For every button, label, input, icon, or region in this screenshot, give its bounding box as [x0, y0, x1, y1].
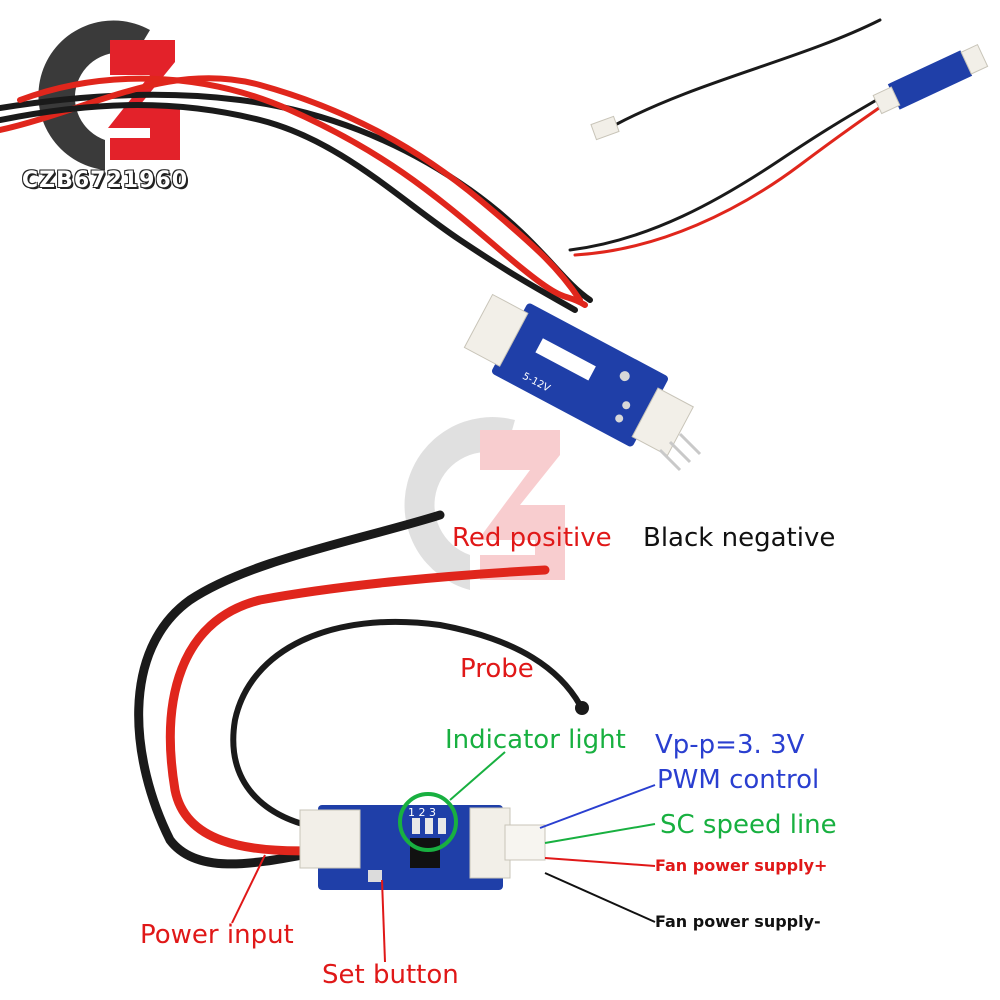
bottom-board-wires: [134, 510, 583, 869]
label-fan-power-minus: Fan power supply-: [655, 912, 821, 931]
indicator-light-highlight: [398, 792, 458, 852]
top-pcb-board: 5-12V: [463, 293, 694, 457]
brand-logo: [38, 20, 180, 171]
label-set-button: Set button: [322, 960, 459, 990]
top-board-wires: [0, 75, 593, 313]
annotation-lines: [231, 751, 656, 963]
loose-connector: [590, 115, 620, 141]
label-pwm-control: PWM control: [657, 765, 820, 795]
label-black-negative: Black negative: [643, 523, 836, 553]
brand-watermark-text: CZB6721960: [22, 168, 189, 193]
label-vpp: Vp-p=3. 3V: [655, 730, 805, 760]
small-module: [872, 43, 989, 115]
label-power-input: Power input: [140, 920, 294, 950]
label-indicator-light: Indicator light: [445, 725, 626, 755]
top-board-pins: [658, 432, 702, 472]
small-module-wires: [568, 18, 892, 257]
label-red-positive: Red positive: [452, 523, 612, 553]
label-sc-speed-line: SC speed line: [660, 810, 837, 840]
watermark-logo: [404, 417, 565, 590]
label-probe: Probe: [460, 654, 534, 684]
probe-tip: [575, 701, 589, 715]
board-pin-numbers: 1 2 3: [408, 806, 436, 819]
label-fan-power-plus: Fan power supply+: [655, 856, 828, 875]
